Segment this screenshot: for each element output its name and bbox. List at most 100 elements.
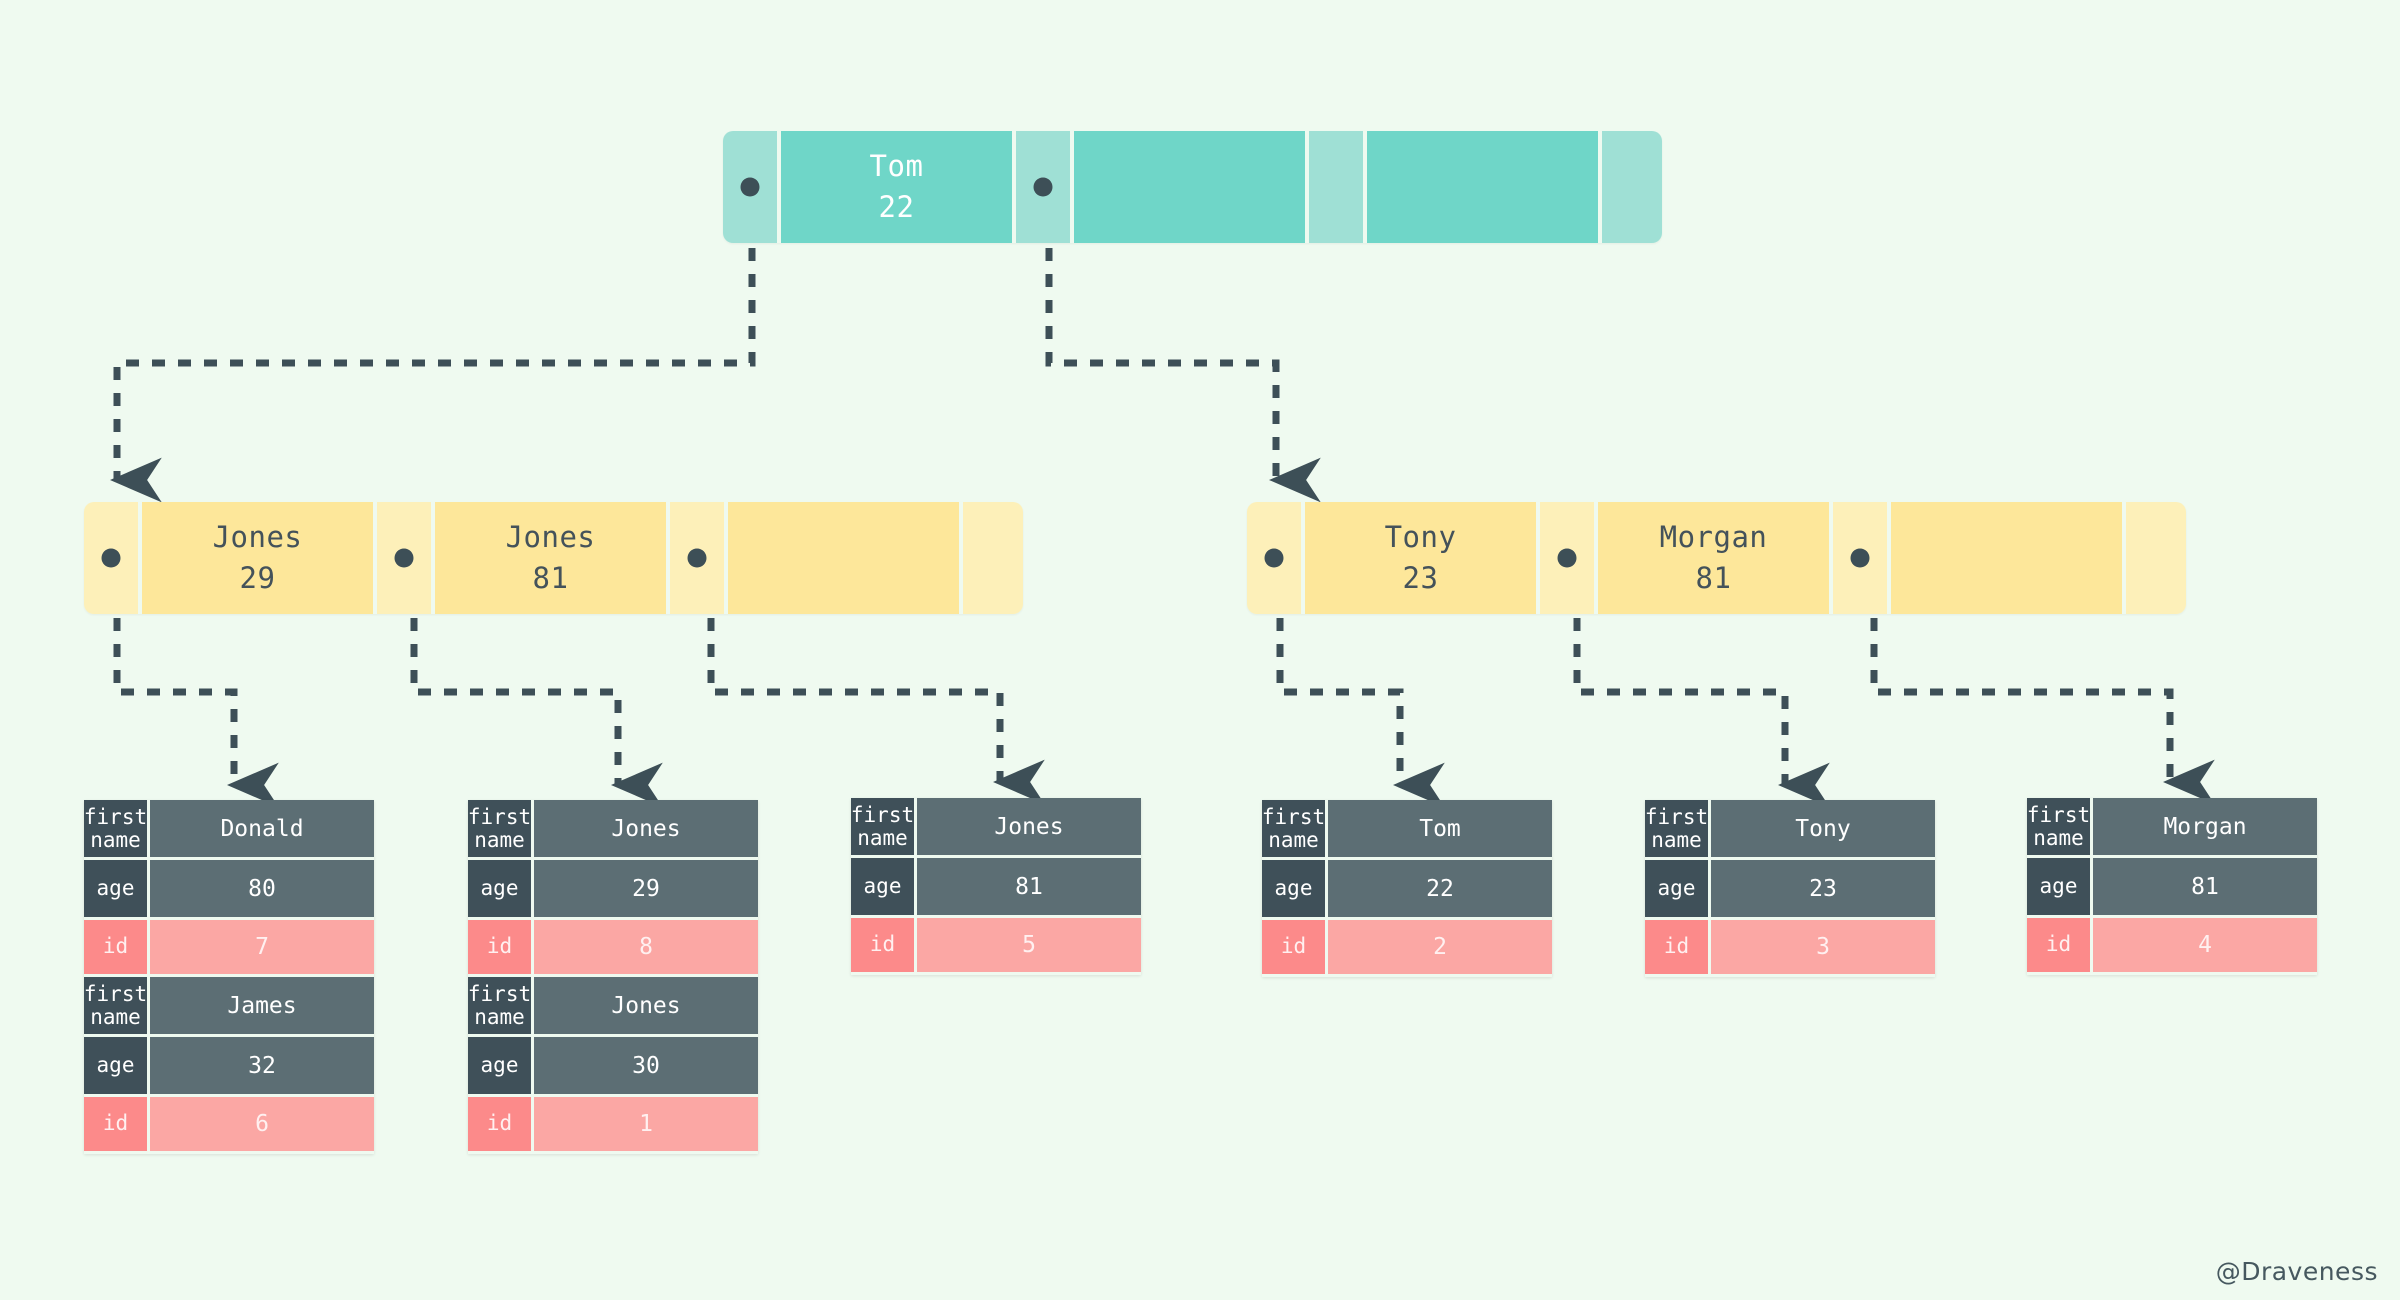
id-value: 4 bbox=[2093, 918, 2317, 975]
pointer-dot-icon bbox=[1033, 177, 1053, 197]
id-value: 6 bbox=[150, 1097, 374, 1154]
first-name-value: Jones bbox=[534, 977, 758, 1037]
age-value: 32 bbox=[150, 1037, 374, 1097]
pointer-dot-icon bbox=[687, 548, 707, 568]
key-name: Morgan bbox=[1659, 519, 1768, 554]
id-value: 5 bbox=[917, 918, 1141, 975]
root-node-tail bbox=[1602, 131, 1662, 243]
root-node-pointer-4[interactable] bbox=[1309, 131, 1367, 243]
id-value: 1 bbox=[534, 1097, 758, 1154]
root-node-key-3[interactable] bbox=[1074, 131, 1309, 243]
key-value: 23 bbox=[1402, 561, 1439, 595]
internal-node-right-tail bbox=[2126, 502, 2186, 614]
id-label: id bbox=[468, 1097, 534, 1154]
age-label: age bbox=[1645, 860, 1711, 920]
age-value: 22 bbox=[1328, 860, 1552, 920]
internal-node-left-pointer-4[interactable] bbox=[670, 502, 728, 614]
internal-node-right-pointer-4[interactable] bbox=[1833, 502, 1891, 614]
first-name-value: Jones bbox=[917, 798, 1141, 858]
first-name-value: James bbox=[150, 977, 374, 1037]
pointer-dot-icon bbox=[740, 177, 760, 197]
key-name: Tom bbox=[869, 148, 924, 183]
key-value: 22 bbox=[878, 190, 915, 224]
internal-node-left-tail bbox=[963, 502, 1023, 614]
id-value: 2 bbox=[1328, 920, 1552, 977]
id-label: id bbox=[84, 1097, 150, 1154]
id-label: id bbox=[1645, 920, 1711, 977]
key-value: 29 bbox=[239, 561, 276, 595]
internal-node-left-pointer-2[interactable] bbox=[377, 502, 435, 614]
age-label: age bbox=[2027, 858, 2093, 918]
internal-node-left-pointer-0[interactable] bbox=[84, 502, 142, 614]
key-name: Tony bbox=[1384, 519, 1457, 554]
key-name: Jones bbox=[212, 519, 303, 554]
age-label: age bbox=[851, 858, 917, 918]
root-node-key-1[interactable]: Tom 22 bbox=[781, 131, 1016, 243]
internal-node-right-pointer-0[interactable] bbox=[1247, 502, 1305, 614]
internal-node-right-key-1[interactable]: Tony 23 bbox=[1305, 502, 1540, 614]
id-label: id bbox=[84, 920, 150, 977]
first-name-value: Jones bbox=[534, 800, 758, 860]
pointer-dot-icon bbox=[1264, 548, 1284, 568]
first-name-value: Donald bbox=[150, 800, 374, 860]
root-node-pointer-2[interactable] bbox=[1016, 131, 1074, 243]
root-node-key-5[interactable] bbox=[1367, 131, 1602, 243]
age-label: age bbox=[468, 860, 534, 920]
internal-node-right-key-5[interactable] bbox=[1891, 502, 2126, 614]
first-name-value: Morgan bbox=[2093, 798, 2317, 858]
internal-node-right-pointer-2[interactable] bbox=[1540, 502, 1598, 614]
pointer-dot-icon bbox=[394, 548, 414, 568]
key-value: 81 bbox=[532, 561, 569, 595]
id-label: id bbox=[2027, 918, 2093, 975]
id-label: id bbox=[468, 920, 534, 977]
age-label: age bbox=[84, 1037, 150, 1097]
internal-node-left-key-1[interactable]: Jones 29 bbox=[142, 502, 377, 614]
age-value: 81 bbox=[917, 858, 1141, 918]
pointer-dot-icon bbox=[1557, 548, 1577, 568]
id-value: 8 bbox=[534, 920, 758, 977]
root-node-pointer-0[interactable] bbox=[723, 131, 781, 243]
age-value: 80 bbox=[150, 860, 374, 920]
id-value: 7 bbox=[150, 920, 374, 977]
first-name-value: Tony bbox=[1711, 800, 1935, 860]
internal-node-left-key-5[interactable] bbox=[728, 502, 963, 614]
root-node[interactable]: Tom 22 bbox=[723, 131, 1662, 243]
edge-paths bbox=[110, 196, 2215, 808]
